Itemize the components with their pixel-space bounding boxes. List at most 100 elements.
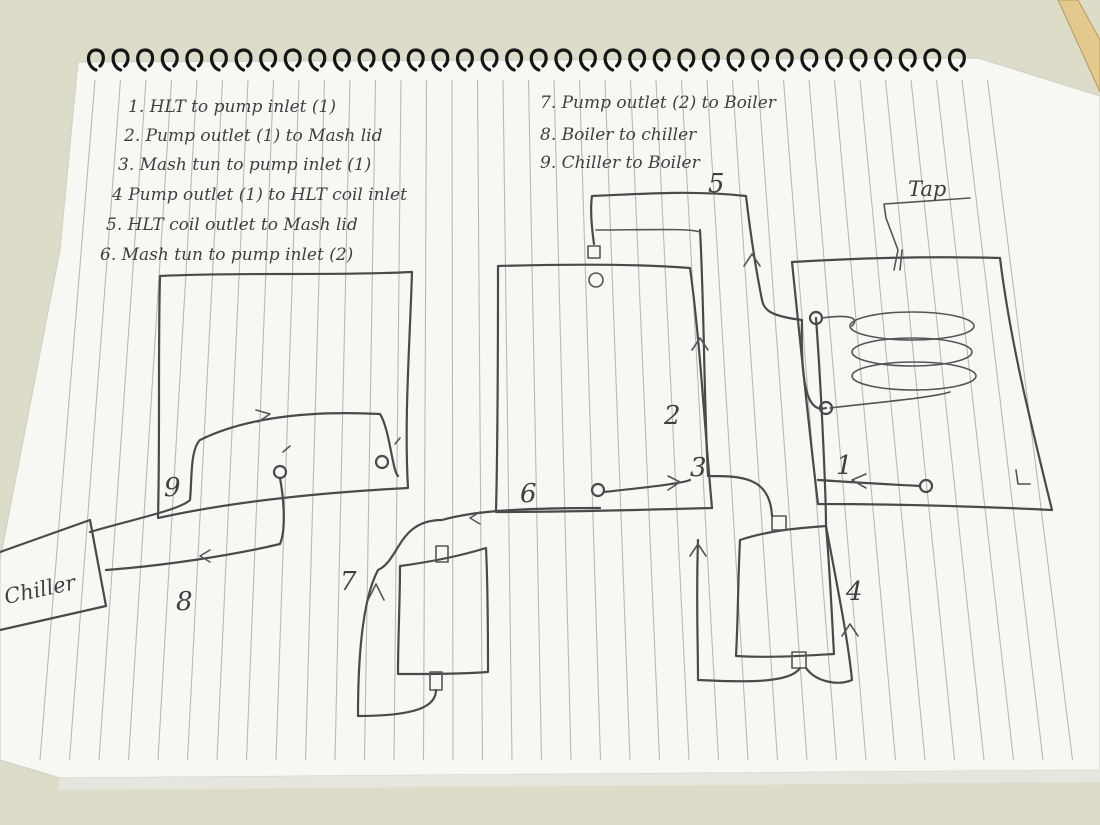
arrow-9 — [255, 409, 271, 423]
ruled-line — [68, 79, 122, 761]
spiral-ring — [160, 48, 179, 72]
hlt-coil — [821, 311, 977, 409]
flow-arrows — [199, 253, 867, 637]
flow-labels: 1 2 3 4 5 6 7 8 9 — [164, 169, 863, 617]
mash-lid-tube — [595, 228, 701, 233]
ruled-line — [275, 79, 300, 761]
arrow-7b — [469, 511, 481, 525]
spiral-ring — [923, 48, 942, 72]
spiral-ring — [751, 48, 770, 72]
spiral-ring — [505, 48, 524, 72]
tap-label: Tap — [908, 177, 946, 201]
spiral-ring — [209, 48, 228, 72]
arrow-8 — [199, 549, 211, 563]
spiral-ring — [431, 48, 450, 72]
spiral-ring — [652, 48, 671, 72]
ruled-line — [859, 79, 926, 761]
ruled-line — [553, 79, 572, 761]
ruled-line — [604, 79, 631, 761]
arrow-2 — [691, 337, 709, 351]
spiral-ring — [578, 48, 597, 72]
ruled-line — [451, 79, 454, 761]
spiral-ring — [308, 48, 327, 72]
pump-2-inlet — [429, 671, 443, 691]
hose-6 — [602, 478, 692, 494]
note-5: 5. HLT coil outlet to Mash lid — [106, 215, 358, 235]
arrow-5 — [743, 253, 761, 267]
note-6: 6. Mash tun to pump inlet (2) — [100, 245, 353, 265]
spiral-ring — [874, 48, 893, 72]
label-6: 6 — [520, 479, 537, 509]
hlt-vessel: Tap — [790, 177, 1054, 512]
ruled-line — [757, 79, 808, 761]
arrow-7 — [367, 583, 385, 601]
pencil — [1057, 0, 1100, 93]
hose-9 — [88, 412, 400, 534]
note-7: 7. Pump outlet (2) to Boiler — [540, 93, 777, 113]
ruled-line — [961, 79, 1044, 761]
spiral-ring — [947, 48, 966, 72]
spiral-ring — [701, 48, 720, 72]
notebook-page — [0, 57, 1100, 790]
hose-4 — [804, 316, 854, 684]
mash-tun-outlet — [590, 482, 606, 498]
label-3: 3 — [690, 453, 707, 483]
ruled-line — [476, 79, 484, 761]
spiral-ring — [259, 48, 278, 72]
hoses — [88, 191, 922, 718]
ruled-line — [833, 79, 897, 761]
spiral-ring — [824, 48, 843, 72]
ruled-line — [527, 79, 543, 761]
hose-5 — [590, 191, 828, 410]
ruled-line — [39, 79, 96, 761]
ruled-line — [731, 79, 779, 761]
ruled-line — [216, 79, 249, 761]
spiral-ring — [603, 48, 622, 72]
spiral-ring — [677, 48, 696, 72]
ruled-line — [334, 79, 351, 761]
notes-right: 7. Pump outlet (2) to Boiler 8. Boiler t… — [540, 93, 777, 173]
arrow-3 — [689, 543, 707, 557]
ruled-line — [808, 79, 867, 761]
pump-1-outlet — [771, 515, 787, 531]
note-8: 8. Boiler to chiller — [540, 125, 697, 145]
label-9: 9 — [164, 473, 181, 503]
hose-2 — [698, 228, 774, 518]
spiral-ring — [898, 48, 917, 72]
spiral-ring — [283, 48, 302, 72]
label-4: 4 — [845, 577, 863, 607]
arrow-1 — [851, 473, 867, 489]
mash-tun — [494, 245, 714, 514]
ruled-line — [304, 79, 326, 761]
label-7: 7 — [340, 567, 357, 597]
spiral-ring — [628, 48, 647, 72]
ruled-line — [782, 79, 838, 761]
spiral-ring — [136, 48, 155, 72]
label-8: 8 — [176, 587, 193, 617]
pump-2 — [396, 545, 490, 691]
spiral-ring — [185, 48, 204, 72]
note-9: 9. Chiller to Boiler — [540, 153, 701, 173]
ruled-line — [186, 79, 224, 761]
ruled-line — [363, 79, 377, 761]
note-4: 4 Pump outlet (1) to HLT coil inlet — [111, 185, 407, 205]
ruled-line — [502, 79, 513, 761]
ruled-line — [393, 79, 402, 761]
label-2: 2 — [663, 401, 681, 431]
spiral-ring — [529, 48, 548, 72]
ruled-line — [578, 79, 602, 761]
note-1: 1. HLT to pump inlet (1) — [128, 97, 336, 117]
hose-8 — [104, 476, 285, 572]
ruled-line — [127, 79, 173, 761]
spiral-ring — [332, 48, 351, 72]
label-1: 1 — [836, 451, 853, 481]
ruled-line — [157, 79, 198, 761]
spiral-ring — [357, 48, 376, 72]
tap: Tap — [883, 177, 971, 271]
mash-lid-sparge — [588, 272, 604, 288]
spiral-ring — [455, 48, 474, 72]
spiral-ring — [726, 48, 745, 72]
ruled-line — [422, 79, 428, 761]
note-3: 3. Mash tun to pump inlet (1) — [118, 155, 371, 175]
